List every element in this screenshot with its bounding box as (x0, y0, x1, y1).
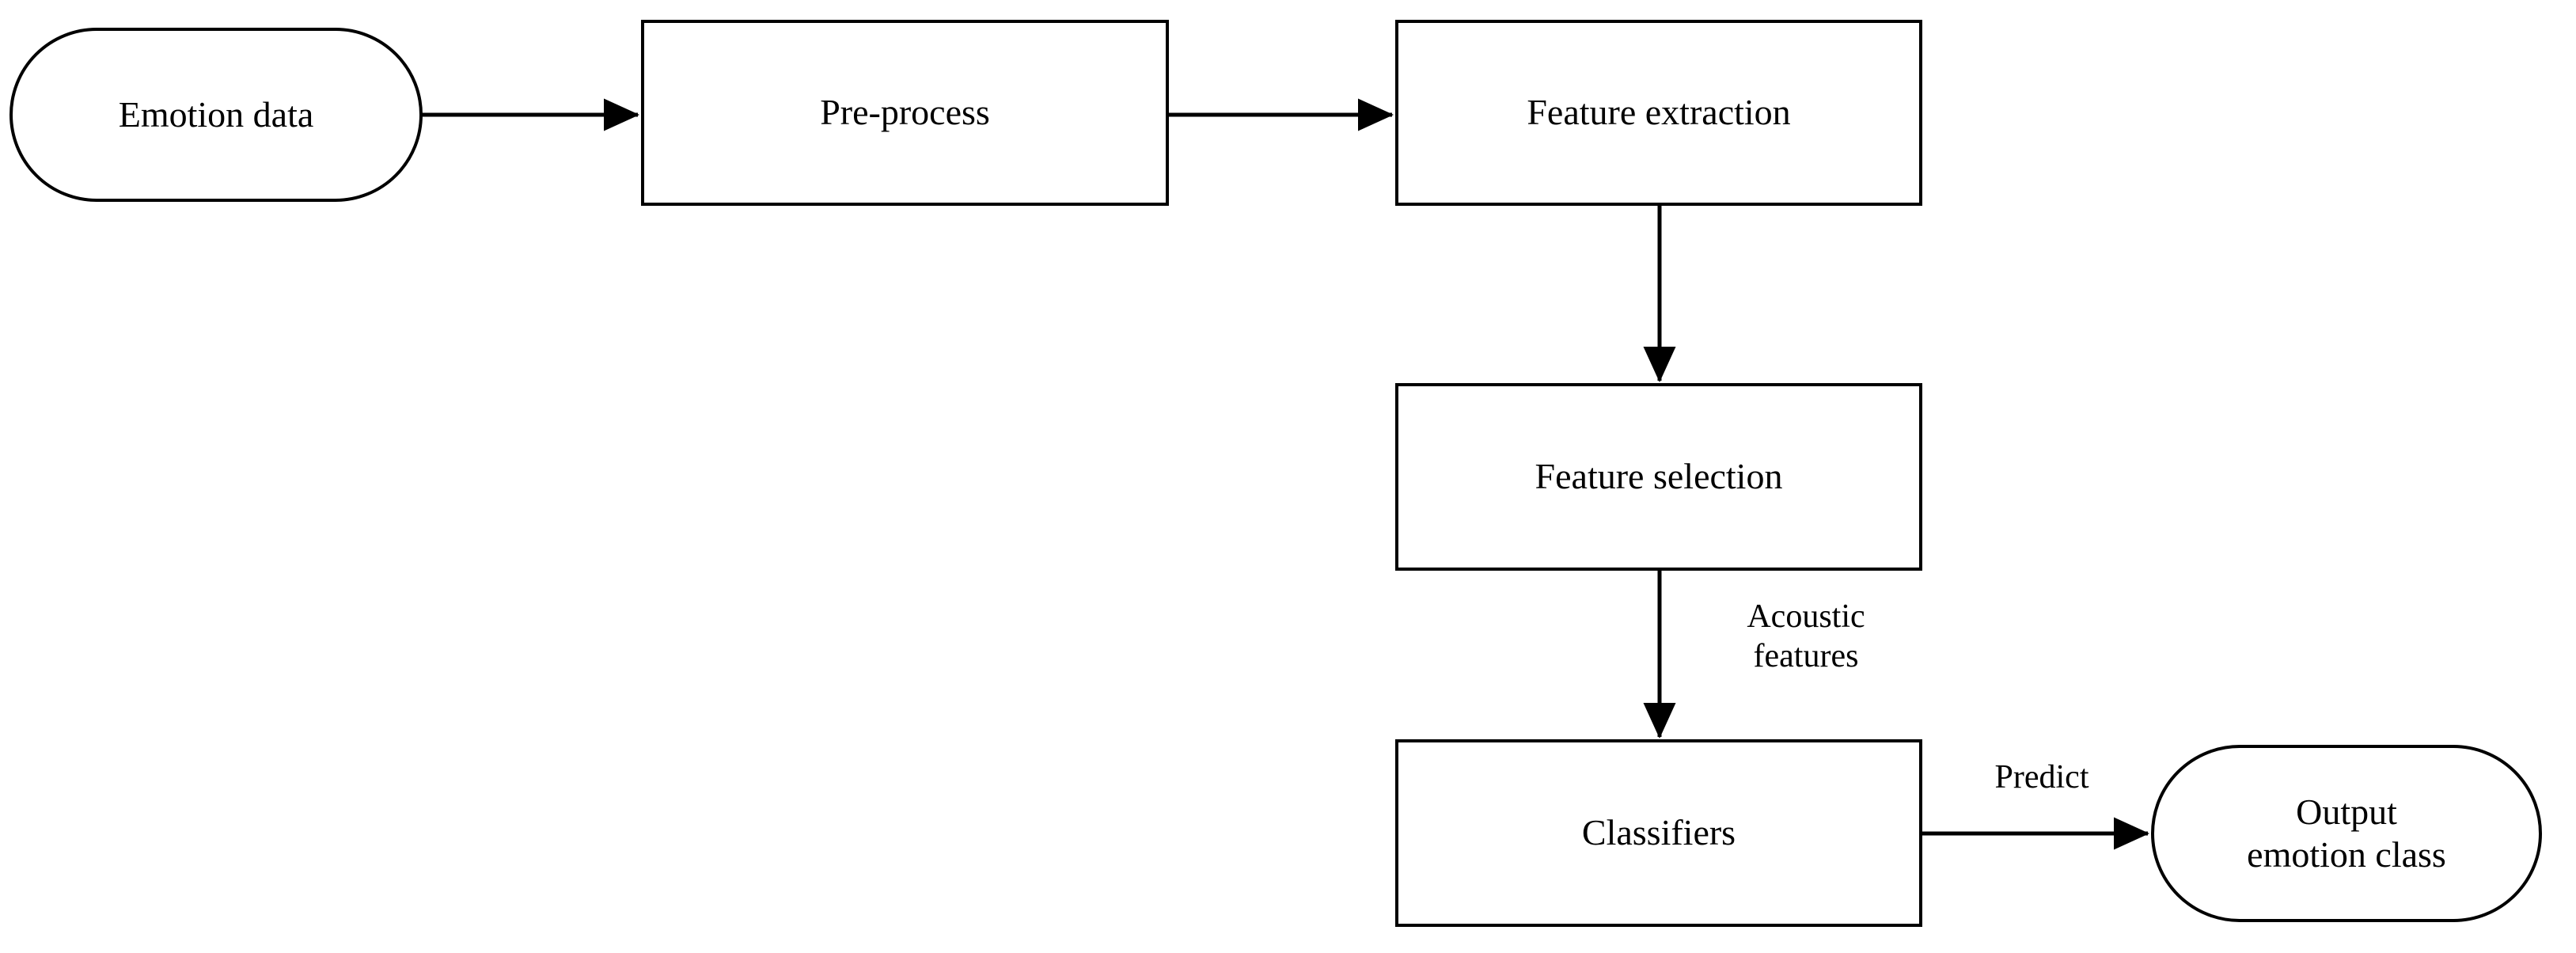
node-shape-classifiers[interactable] (1395, 739, 1922, 927)
node-shape-output-emotion-class[interactable] (2151, 745, 2542, 922)
node-shape-feature-selection[interactable] (1395, 383, 1922, 571)
node-shape-emotion-data[interactable] (9, 28, 423, 202)
node-shape-feature-extraction[interactable] (1395, 20, 1922, 206)
node-shape-pre-process[interactable] (641, 20, 1169, 206)
